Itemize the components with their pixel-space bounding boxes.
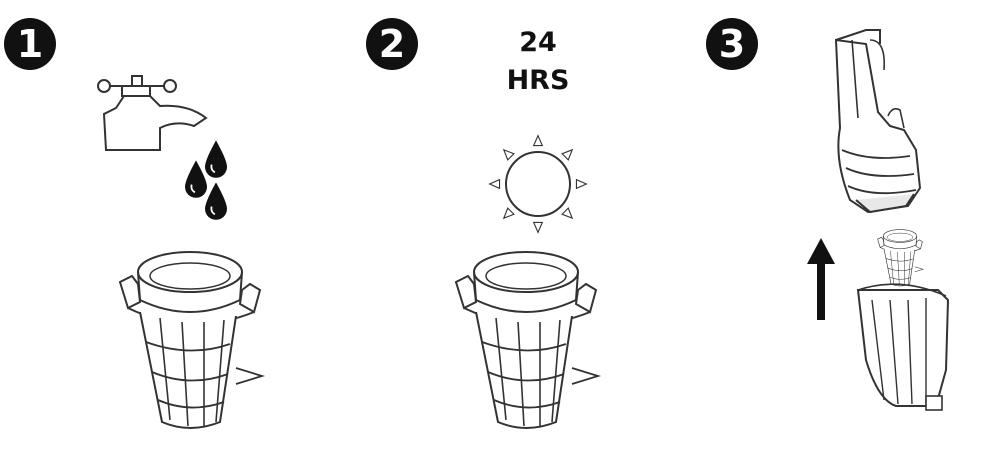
sun-icon xyxy=(490,136,587,233)
filter-icon-step-1 xyxy=(120,252,262,428)
dust-container-icon xyxy=(858,284,948,410)
up-arrow-icon xyxy=(807,238,835,320)
filter-icon-step-3 xyxy=(878,230,923,286)
filter-icon-step-2 xyxy=(456,252,598,428)
vacuum-head-icon xyxy=(836,30,920,212)
tap-icon xyxy=(98,76,206,150)
water-drops-icon xyxy=(185,140,227,219)
